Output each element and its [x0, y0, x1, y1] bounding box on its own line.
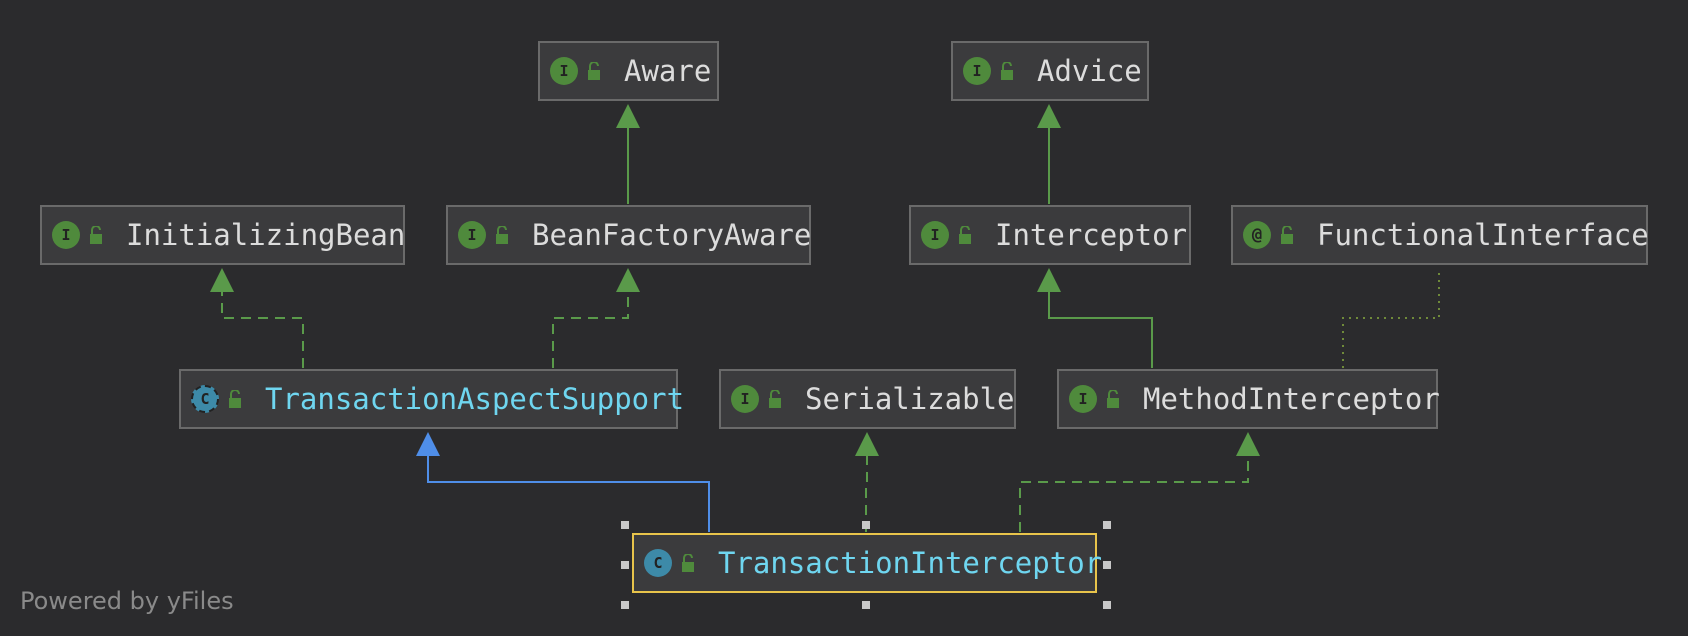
- annotation-icon: @: [1243, 221, 1271, 249]
- node-label: BeanFactoryAware: [532, 218, 812, 252]
- resize-handle-bottom-center[interactable]: [862, 601, 870, 609]
- node-transactioninterceptor[interactable]: C TransactionInterceptor: [632, 533, 1102, 593]
- lock-open-icon: [769, 390, 781, 408]
- resize-handle-top-right[interactable]: [1103, 521, 1111, 529]
- node-label: Serializable: [805, 382, 1015, 416]
- resize-handle-top-left[interactable]: [621, 521, 629, 529]
- node-aware[interactable]: I Aware: [538, 41, 719, 101]
- node-label: InitializingBean: [126, 218, 406, 252]
- node-interceptor[interactable]: I Interceptor: [909, 205, 1191, 265]
- lock-open-icon: [496, 226, 508, 244]
- edge-methodinterceptor-functionalinterface: [1342, 268, 1440, 368]
- interface-icon: I: [963, 57, 991, 85]
- lock-open-icon: [682, 554, 694, 572]
- lock-open-icon: [1281, 226, 1293, 244]
- node-label: Advice: [1037, 54, 1142, 88]
- interface-icon: I: [550, 57, 578, 85]
- lock-open-icon: [1001, 62, 1013, 80]
- lock-open-icon: [588, 62, 600, 80]
- node-label: MethodInterceptor: [1143, 382, 1440, 416]
- edge-ti-serializable: [855, 432, 879, 532]
- edge-ti-tas: [416, 432, 710, 532]
- lock-open-icon: [229, 390, 241, 408]
- node-beanfactoryaware[interactable]: I BeanFactoryAware: [446, 205, 811, 265]
- edge-interceptor-advice: [1037, 104, 1061, 204]
- interface-icon: I: [52, 221, 80, 249]
- node-label: TransactionAspectSupport: [265, 382, 685, 416]
- interface-icon: I: [458, 221, 486, 249]
- node-functionalinterface[interactable]: @ FunctionalInterface: [1231, 205, 1649, 265]
- node-advice[interactable]: I Advice: [951, 41, 1149, 101]
- edge-tas-beanfactoryaware: [552, 268, 640, 368]
- node-initializingbean[interactable]: I InitializingBean: [40, 205, 405, 265]
- edge-ti-methodinterceptor: [1019, 432, 1260, 532]
- lock-open-icon: [959, 226, 971, 244]
- class-icon: C: [644, 549, 672, 577]
- abstract-class-icon: C: [191, 385, 219, 413]
- yfiles-credit: Powered by yFiles: [20, 587, 234, 615]
- resize-handle-top-center[interactable]: [862, 521, 870, 529]
- node-methodinterceptor[interactable]: I MethodInterceptor: [1057, 369, 1440, 429]
- node-transactionaspectsupport[interactable]: C TransactionAspectSupport: [179, 369, 684, 429]
- node-label: TransactionInterceptor: [718, 546, 1103, 580]
- lock-open-icon: [90, 226, 102, 244]
- node-serializable[interactable]: I Serializable: [719, 369, 1016, 429]
- edge-beanfactoryaware-aware: [616, 104, 640, 204]
- resize-handle-middle-right[interactable]: [1103, 561, 1111, 569]
- resize-handle-bottom-left[interactable]: [621, 601, 629, 609]
- resize-handle-bottom-right[interactable]: [1103, 601, 1111, 609]
- resize-handle-middle-left[interactable]: [621, 561, 629, 569]
- node-label: Aware: [624, 54, 712, 88]
- node-label: Interceptor: [995, 218, 1188, 252]
- lock-open-icon: [1107, 390, 1119, 408]
- node-label: FunctionalInterface: [1317, 218, 1649, 252]
- interface-icon: I: [921, 221, 949, 249]
- edge-methodinterceptor-interceptor: [1037, 268, 1153, 368]
- interface-icon: I: [731, 385, 759, 413]
- interface-icon: I: [1069, 385, 1097, 413]
- edge-tas-initializingbean: [210, 268, 304, 368]
